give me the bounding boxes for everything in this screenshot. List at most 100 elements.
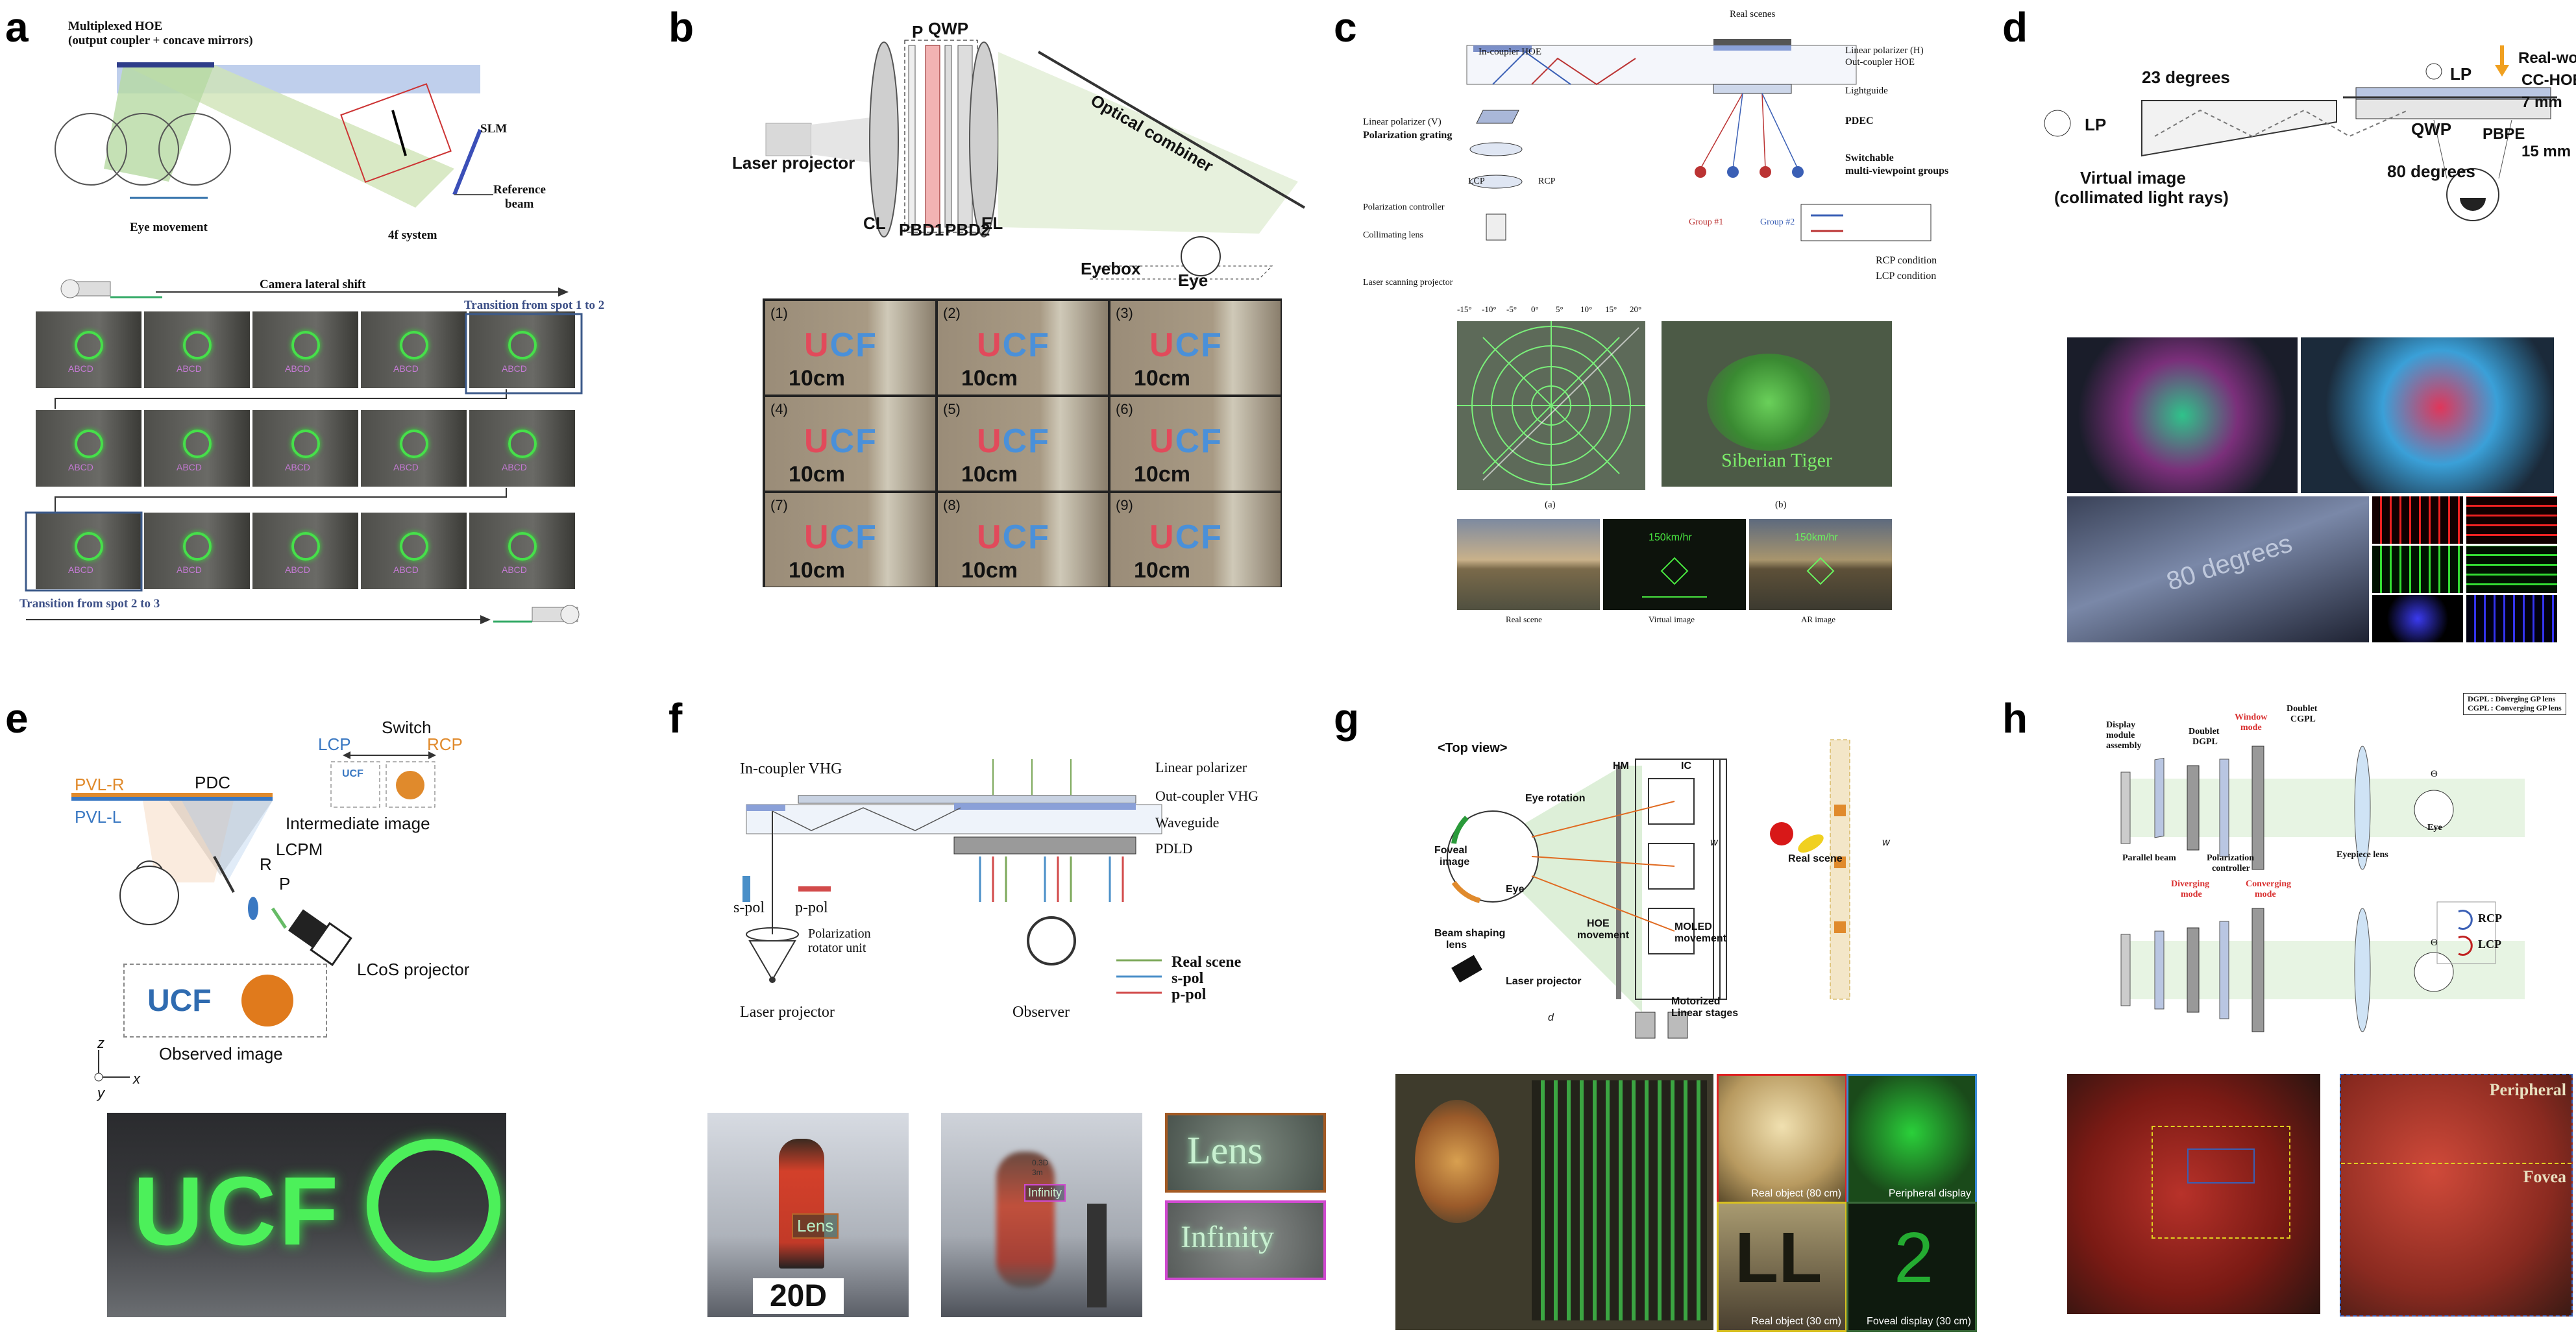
c-cap-ar: AR image <box>1801 614 1836 624</box>
c-angle-tick: 10° <box>1580 304 1593 314</box>
b-grid-cell: (6)UCFUCF10cm <box>1110 397 1281 491</box>
a-frame-text: ABCD <box>393 462 419 472</box>
d-photo-dragon <box>2067 337 2298 493</box>
g-laser: Laser projector <box>1506 976 1582 987</box>
b-cell-num: (5) <box>943 401 961 417</box>
e-axis-icon <box>94 1050 130 1082</box>
e-ucf-small: UCF <box>342 768 363 779</box>
f-linear-polarizer: Linear polarizer <box>1155 759 1247 775</box>
e-lcos: LCoS projector <box>357 960 470 979</box>
d-grid-blue-1 <box>2372 595 2463 642</box>
a-frame: ABCD <box>361 410 467 487</box>
g-diagram <box>1447 739 1850 1039</box>
a-slm: SLM <box>480 122 508 136</box>
f-rotator-2: rotator unit <box>808 941 866 955</box>
b-cell-dist: 10cm <box>1134 462 1190 487</box>
h-theta-2: Θ <box>2431 938 2438 948</box>
a-camera-icon-bottom <box>493 605 580 624</box>
b-grid-cell: (3)UCFUCF10cm <box>1110 301 1281 395</box>
h-dgpl-2: DGPL <box>2192 737 2218 747</box>
a-frame: ABCD <box>36 513 141 589</box>
c-rcp: RCP <box>1538 176 1556 186</box>
d-lp-left: LP <box>2085 115 2107 134</box>
c-out-coupler: Out-coupler HOE <box>1845 57 1915 67</box>
b-cl: CL <box>863 213 886 233</box>
f-photo2-note-2: 3m <box>1032 1168 1043 1177</box>
a-frame-spot <box>291 430 320 458</box>
h-dgpl-1: Doublet <box>2189 727 2220 736</box>
e-photo: UCF <box>107 1113 506 1317</box>
g-photo-real30-letters: LL <box>1735 1218 1822 1298</box>
h-parallel: Parallel beam <box>2122 853 2176 863</box>
b-cell-logo-cf: CF <box>1175 422 1223 460</box>
e-lcp: LCP <box>318 735 351 754</box>
panel-label-f: f <box>669 695 683 742</box>
panel-label-h: h <box>2002 695 2028 742</box>
g-cap-foveal30: Foveal display (30 cm) <box>1867 1316 1971 1327</box>
b-cell-logo-cf: CF <box>829 422 877 460</box>
b-cell-logo: UCF <box>977 518 1050 557</box>
h-cgpl-1: Doublet <box>2287 704 2318 714</box>
b-cell-dist: 10cm <box>1134 558 1190 583</box>
d-virtual-1: Virtual image <box>2080 168 2186 188</box>
d-80deg: 80 degrees <box>2387 162 2475 181</box>
c-lcp-condition: LCP condition <box>1876 271 1937 282</box>
d-7mm: 7 mm <box>2521 93 2562 111</box>
a-ref-1: Reference <box>493 183 546 197</box>
b-cell-logo: UCF <box>977 326 1050 365</box>
c-pdec: PDEC <box>1845 115 1874 127</box>
c-photo-target <box>1457 321 1645 490</box>
h-theta-1: Θ <box>2431 769 2438 779</box>
a-frame-spot <box>75 331 103 359</box>
c-optical-diagram <box>1466 39 1932 241</box>
b-cell-logo: UCF <box>804 518 877 557</box>
c-switchable-2: multi-viewpoint groups <box>1845 165 1949 176</box>
f-photo-2: 0.3D 3m Infinity <box>941 1113 1142 1317</box>
f-photo-lens-tag: Lens <box>792 1213 839 1239</box>
c-in-coupler: In-coupler HOE <box>1478 47 1542 57</box>
d-grid-red-2 <box>2466 496 2557 544</box>
a-frame-text: ABCD <box>502 565 527 575</box>
a-frame-spot <box>75 532 103 561</box>
h-legend-box: DGPL : Diverging GP lens CGPL : Convergi… <box>2463 693 2566 715</box>
b-eyebox: Eyebox <box>1081 259 1141 278</box>
b-grid-cell: (2)UCFUCF10cm <box>938 301 1108 395</box>
e-lcpm: LCPM <box>276 840 323 859</box>
g-photo-real80: Real object (80 cm) <box>1717 1074 1847 1204</box>
b-grid-cell: (4)UCFUCF10cm <box>765 397 935 491</box>
g-beam-1: Beam shaping <box>1434 928 1506 939</box>
c-linear-pol-v: Linear polarizer (V) <box>1363 117 1441 127</box>
d-real-world: Real-world scene <box>2518 49 2576 67</box>
e-intermediate: Intermediate image <box>286 814 430 833</box>
a-frame: ABCD <box>469 513 575 589</box>
c-group2: Group #2 <box>1760 217 1795 227</box>
g-hoe-move-1: HOE <box>1587 918 1610 929</box>
b-cell-logo-u: U <box>804 422 830 460</box>
a-frame-text: ABCD <box>68 363 93 374</box>
c-tiger-text: Siberian Tiger <box>1721 450 1832 471</box>
down-arrow-icon <box>2495 45 2509 77</box>
a-frame-text: ABCD <box>393 363 419 374</box>
f-legend-real: Real scene <box>1171 954 1242 971</box>
g-cap-peripheral: Peripheral display <box>1888 1188 1971 1199</box>
f-figurine-blurred <box>996 1152 1055 1288</box>
f-zoom-infinity-text: Infinity <box>1181 1220 1274 1254</box>
h-legend-1: DGPL : Diverging GP lens <box>2468 694 2556 703</box>
a-frame: ABCD <box>252 311 358 388</box>
b-cell-logo-cf: CF <box>829 326 877 364</box>
b-qwp: QWP <box>928 19 969 38</box>
g-motorized-1: Motorized <box>1671 996 1721 1007</box>
g-moled-1: MOLED <box>1674 921 1712 932</box>
a-frame-spot <box>400 331 428 359</box>
h-zoom-divider <box>2341 1163 2571 1165</box>
f-p-pol: p-pol <box>795 899 828 916</box>
b-cell-num: (9) <box>1116 497 1133 513</box>
g-foveal-1: Foveal <box>1434 845 1467 856</box>
h-window-2: mode <box>2240 723 2262 733</box>
b-cell-logo-u: U <box>1149 422 1175 460</box>
c-angle-tick: -15° <box>1457 304 1472 314</box>
f-photo2-tag: Infinity <box>1024 1184 1066 1202</box>
b-cell-logo-u: U <box>1149 518 1175 556</box>
e-observed-box: UCF <box>123 964 327 1038</box>
b-optical-diagram <box>765 40 1306 280</box>
